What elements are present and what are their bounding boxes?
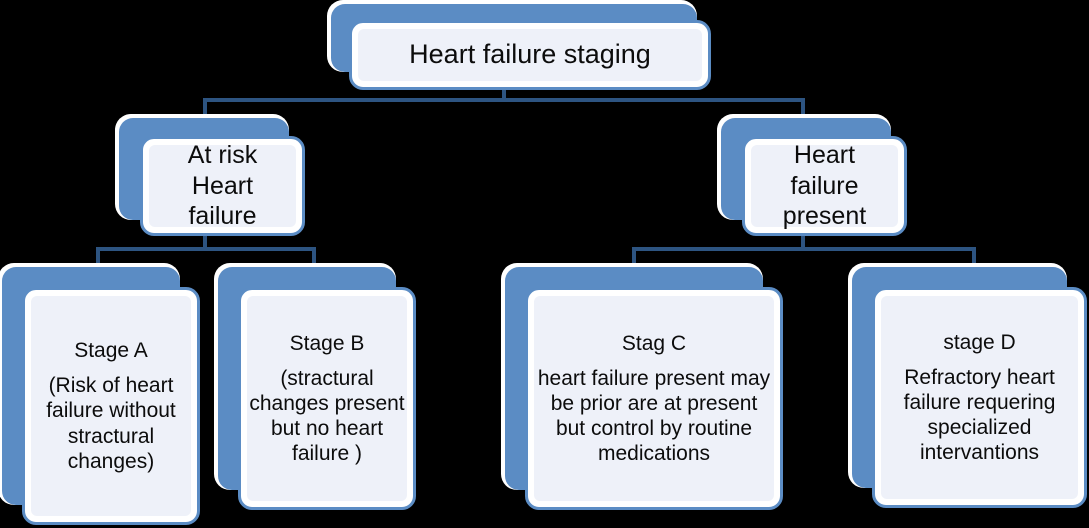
- connector-root-to-at-risk: [203, 98, 207, 122]
- node-stage-d[interactable]: stage D Refractory heart failure requeri…: [852, 267, 1087, 508]
- node-stage-b[interactable]: Stage B (stractural changes present but …: [218, 267, 416, 510]
- node-stage-a-body: (Risk of heart failure without stractura…: [46, 374, 182, 473]
- connector-root-bar: [203, 98, 805, 102]
- node-root-box[interactable]: Heart failure staging: [349, 20, 711, 90]
- node-at-risk-box[interactable]: At risk Heart failure: [140, 136, 305, 236]
- node-stage-d-body: Refractory heart failure requering speci…: [903, 365, 1062, 465]
- connector-at-risk-bar: [96, 247, 316, 251]
- node-stage-c-box[interactable]: Stag C heart failure present may be prio…: [525, 287, 783, 510]
- connector-hf-present-to-stage-d: [972, 247, 976, 269]
- node-stage-a[interactable]: Stage A (Risk of heart failure without s…: [2, 267, 200, 525]
- node-at-risk-label: At risk Heart failure: [187, 141, 258, 231]
- connector-hf-present-stem: [801, 230, 805, 250]
- node-stage-d-box[interactable]: stage D Refractory heart failure requeri…: [872, 287, 1087, 508]
- connector-root-to-hf-present: [801, 98, 805, 122]
- node-stage-a-box[interactable]: Stage A (Risk of heart failure without s…: [22, 287, 200, 525]
- connector-hf-present-bar: [632, 247, 976, 251]
- connector-at-risk-to-stage-a: [96, 247, 100, 269]
- node-root-label: Heart failure staging: [409, 39, 651, 70]
- node-hf-present-label: Heart failure present: [782, 141, 867, 231]
- node-at-risk[interactable]: At risk Heart failure: [119, 118, 305, 236]
- node-stage-b-box[interactable]: Stage B (stractural changes present but …: [238, 287, 416, 510]
- connector-hf-present-to-stage-c: [632, 247, 636, 269]
- connector-root-stem: [502, 80, 506, 102]
- connector-at-risk-to-stage-b: [312, 247, 316, 269]
- node-stage-b-heading: Stage B: [289, 331, 365, 355]
- node-stage-b-body: (stractural changes present but no heart…: [249, 366, 411, 466]
- node-stage-a-heading: Stage A: [74, 339, 148, 363]
- node-stage-c[interactable]: Stag C heart failure present may be prio…: [505, 267, 783, 510]
- node-hf-present-box[interactable]: Heart failure present: [742, 136, 907, 236]
- node-hf-present[interactable]: Heart failure present: [721, 118, 907, 236]
- node-stage-c-body: heart failure present may be prior are a…: [537, 366, 776, 466]
- node-stage-c-heading: Stag C: [621, 331, 687, 355]
- node-stage-d-heading: stage D: [943, 330, 1016, 354]
- node-root[interactable]: Heart failure staging: [331, 4, 711, 90]
- connector-at-risk-stem: [203, 230, 207, 250]
